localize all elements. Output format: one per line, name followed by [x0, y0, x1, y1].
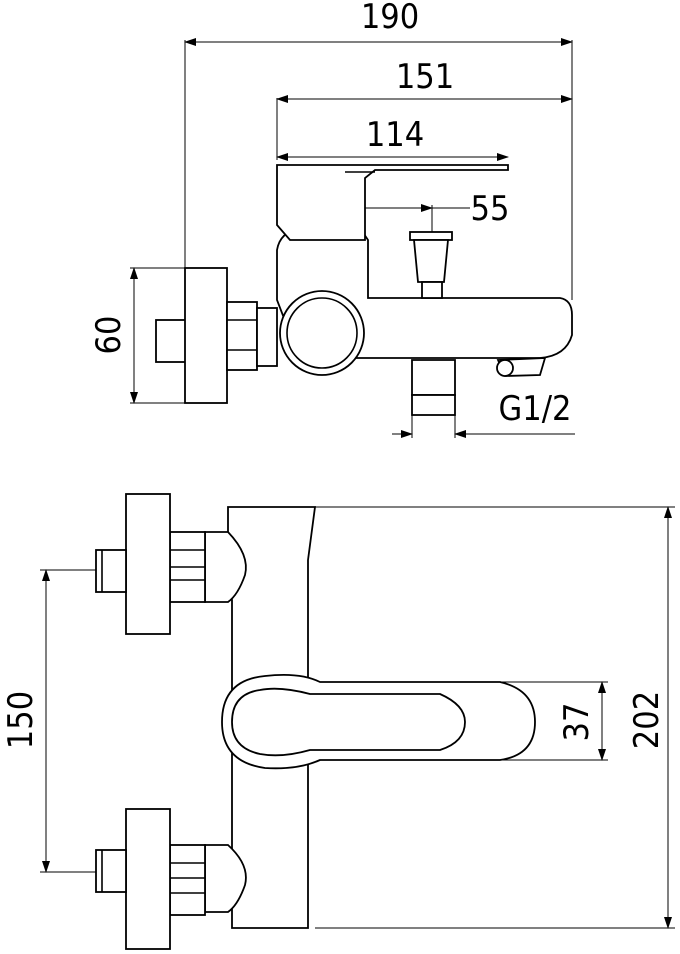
dim-overall-width-label: 190	[361, 0, 419, 37]
dim-g12: G1/2	[392, 389, 575, 438]
cartridge-knob	[279, 290, 365, 376]
shower-outlet	[411, 359, 456, 416]
dim-thread-label: G1/2	[499, 389, 572, 429]
dim-37: 37	[440, 681, 608, 761]
dim-150: 150	[1, 569, 100, 873]
lever-handle	[276, 164, 509, 241]
upper-hex-nut	[169, 531, 206, 603]
lower-inlet-pipe	[95, 849, 127, 893]
dim-lever-length-label: 114	[366, 115, 424, 155]
dim-lever-height-label: 37	[557, 703, 597, 742]
dim-60: 60	[89, 267, 190, 404]
lower-shoulder	[204, 844, 247, 913]
eccentric-connector	[256, 307, 278, 367]
upper-shoulder	[204, 531, 247, 603]
dim-190: 190	[184, 0, 573, 270]
side-view: 190 151 114 55 60	[89, 0, 575, 438]
dim-114: 114	[276, 115, 509, 161]
front-lever-inner	[231, 687, 466, 757]
spout-outlet	[496, 357, 547, 377]
inlet-pipe	[155, 319, 187, 363]
front-view: 202 37 150	[1, 493, 675, 950]
diverter-knob	[409, 231, 453, 299]
dim-body-height-label: 202	[627, 691, 667, 749]
lower-hex-nut	[169, 844, 206, 916]
dim-202: 202	[315, 506, 675, 929]
dim-151: 151	[276, 57, 573, 300]
wall-flange	[184, 267, 228, 404]
upper-flange	[125, 493, 171, 635]
dim-diverter-offset-label: 55	[471, 189, 510, 229]
lower-flange	[125, 808, 171, 950]
upper-inlet-pipe	[95, 549, 127, 593]
dim-flange-height-label: 60	[89, 316, 129, 355]
dim-spout-reach-label: 151	[396, 57, 454, 97]
dim-inlet-spacing-label: 150	[1, 691, 41, 749]
hex-nut	[226, 301, 258, 371]
